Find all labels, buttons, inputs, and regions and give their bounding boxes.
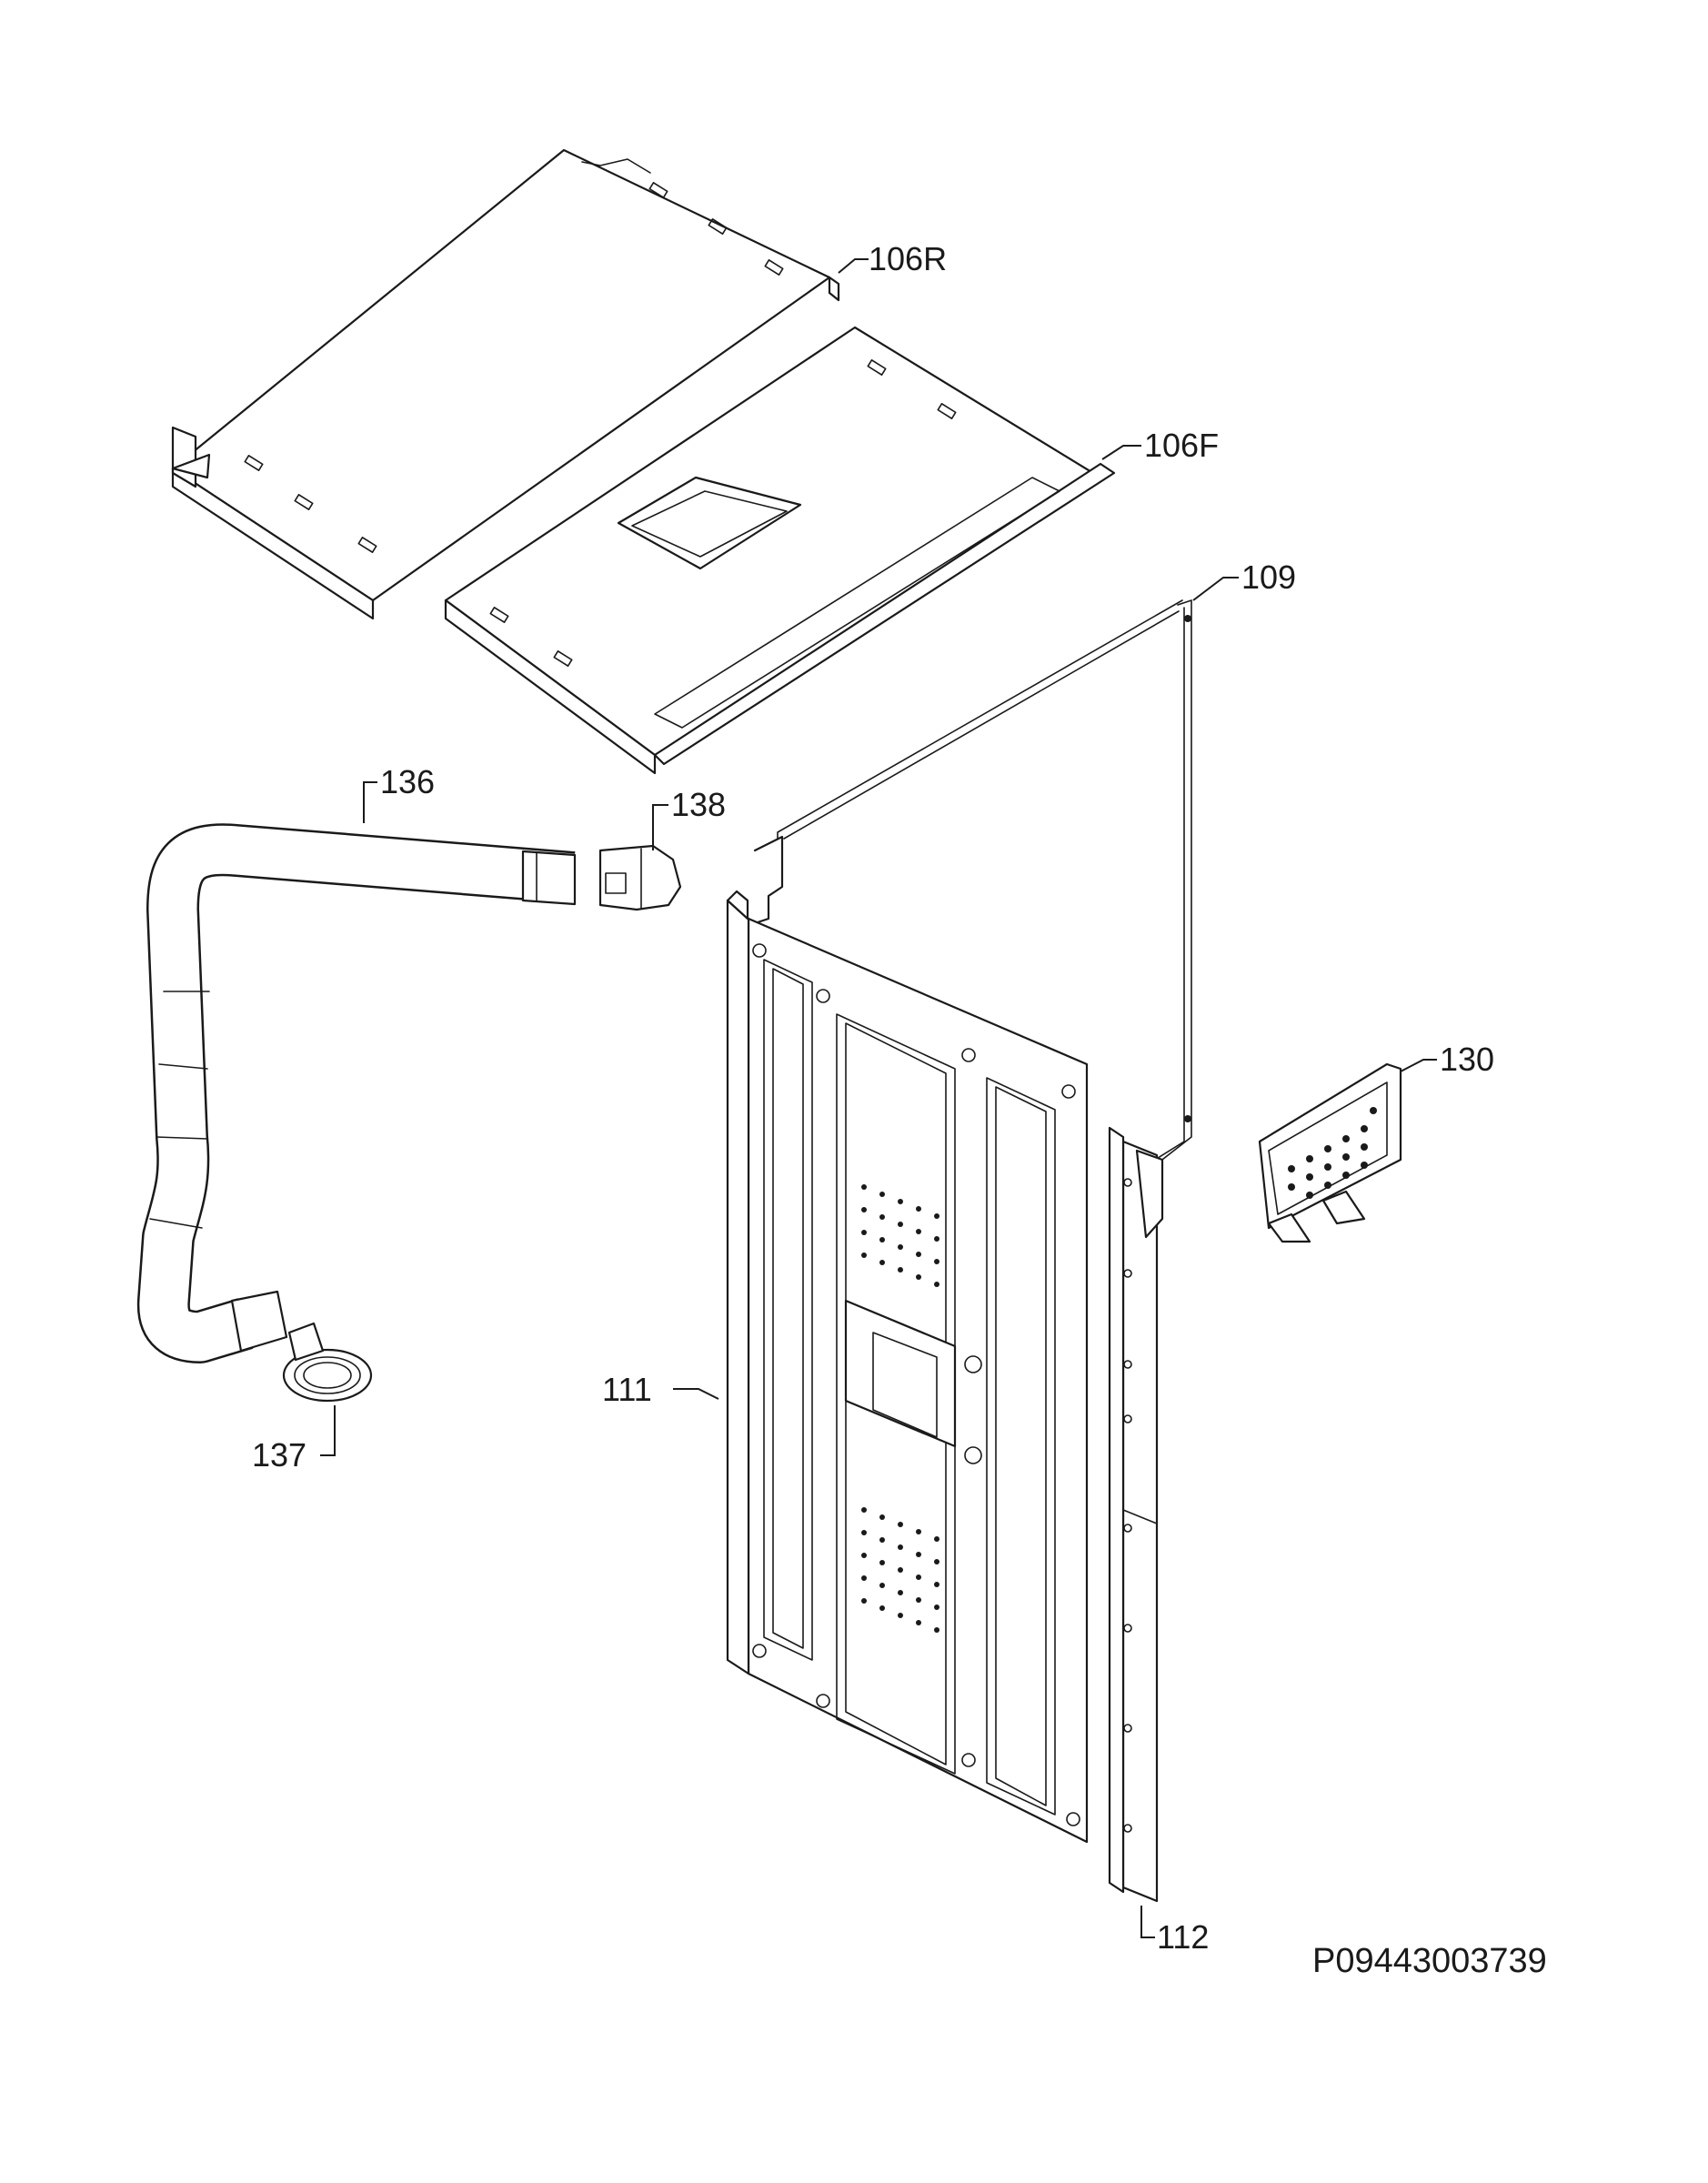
callout-137: 137 xyxy=(252,1436,306,1474)
part-111-back-panel xyxy=(726,890,1089,1844)
part-106f-front-panel xyxy=(444,326,1116,775)
part-130-mesh-cover xyxy=(1258,1062,1402,1243)
callout-112: 112 xyxy=(1157,1918,1209,1956)
part-111-screw-holes xyxy=(752,943,1080,1826)
callout-106f: 106F xyxy=(1144,427,1219,464)
callout-138: 138 xyxy=(671,786,726,823)
part-106r-rear-panel xyxy=(171,148,840,620)
part-106r-slots xyxy=(244,182,784,553)
drawing-code: P09443003739 xyxy=(1312,1942,1547,1980)
callout-130: 130 xyxy=(1440,1041,1494,1078)
part-109-frame-rod xyxy=(753,599,1192,1170)
callout-111: 111 xyxy=(602,1371,652,1408)
part-112-holes xyxy=(1123,1178,1132,1833)
part-112-bracket-strip xyxy=(1108,1126,1164,1903)
part-136-hose xyxy=(136,823,577,1363)
part-130-mesh-holes xyxy=(1288,1107,1377,1199)
callout-136: 136 xyxy=(380,763,435,800)
leader-lines xyxy=(320,258,1437,1938)
callout-labels: 106R 106F 109 136 138 130 111 137 112 xyxy=(252,240,1494,1956)
part-137-flange xyxy=(282,1322,373,1403)
part-111-vent-holes xyxy=(861,1184,939,1633)
part-138-connector xyxy=(598,844,682,911)
callout-106r: 106R xyxy=(869,240,947,277)
callout-109: 109 xyxy=(1241,558,1296,596)
part-106f-slots xyxy=(489,359,957,667)
